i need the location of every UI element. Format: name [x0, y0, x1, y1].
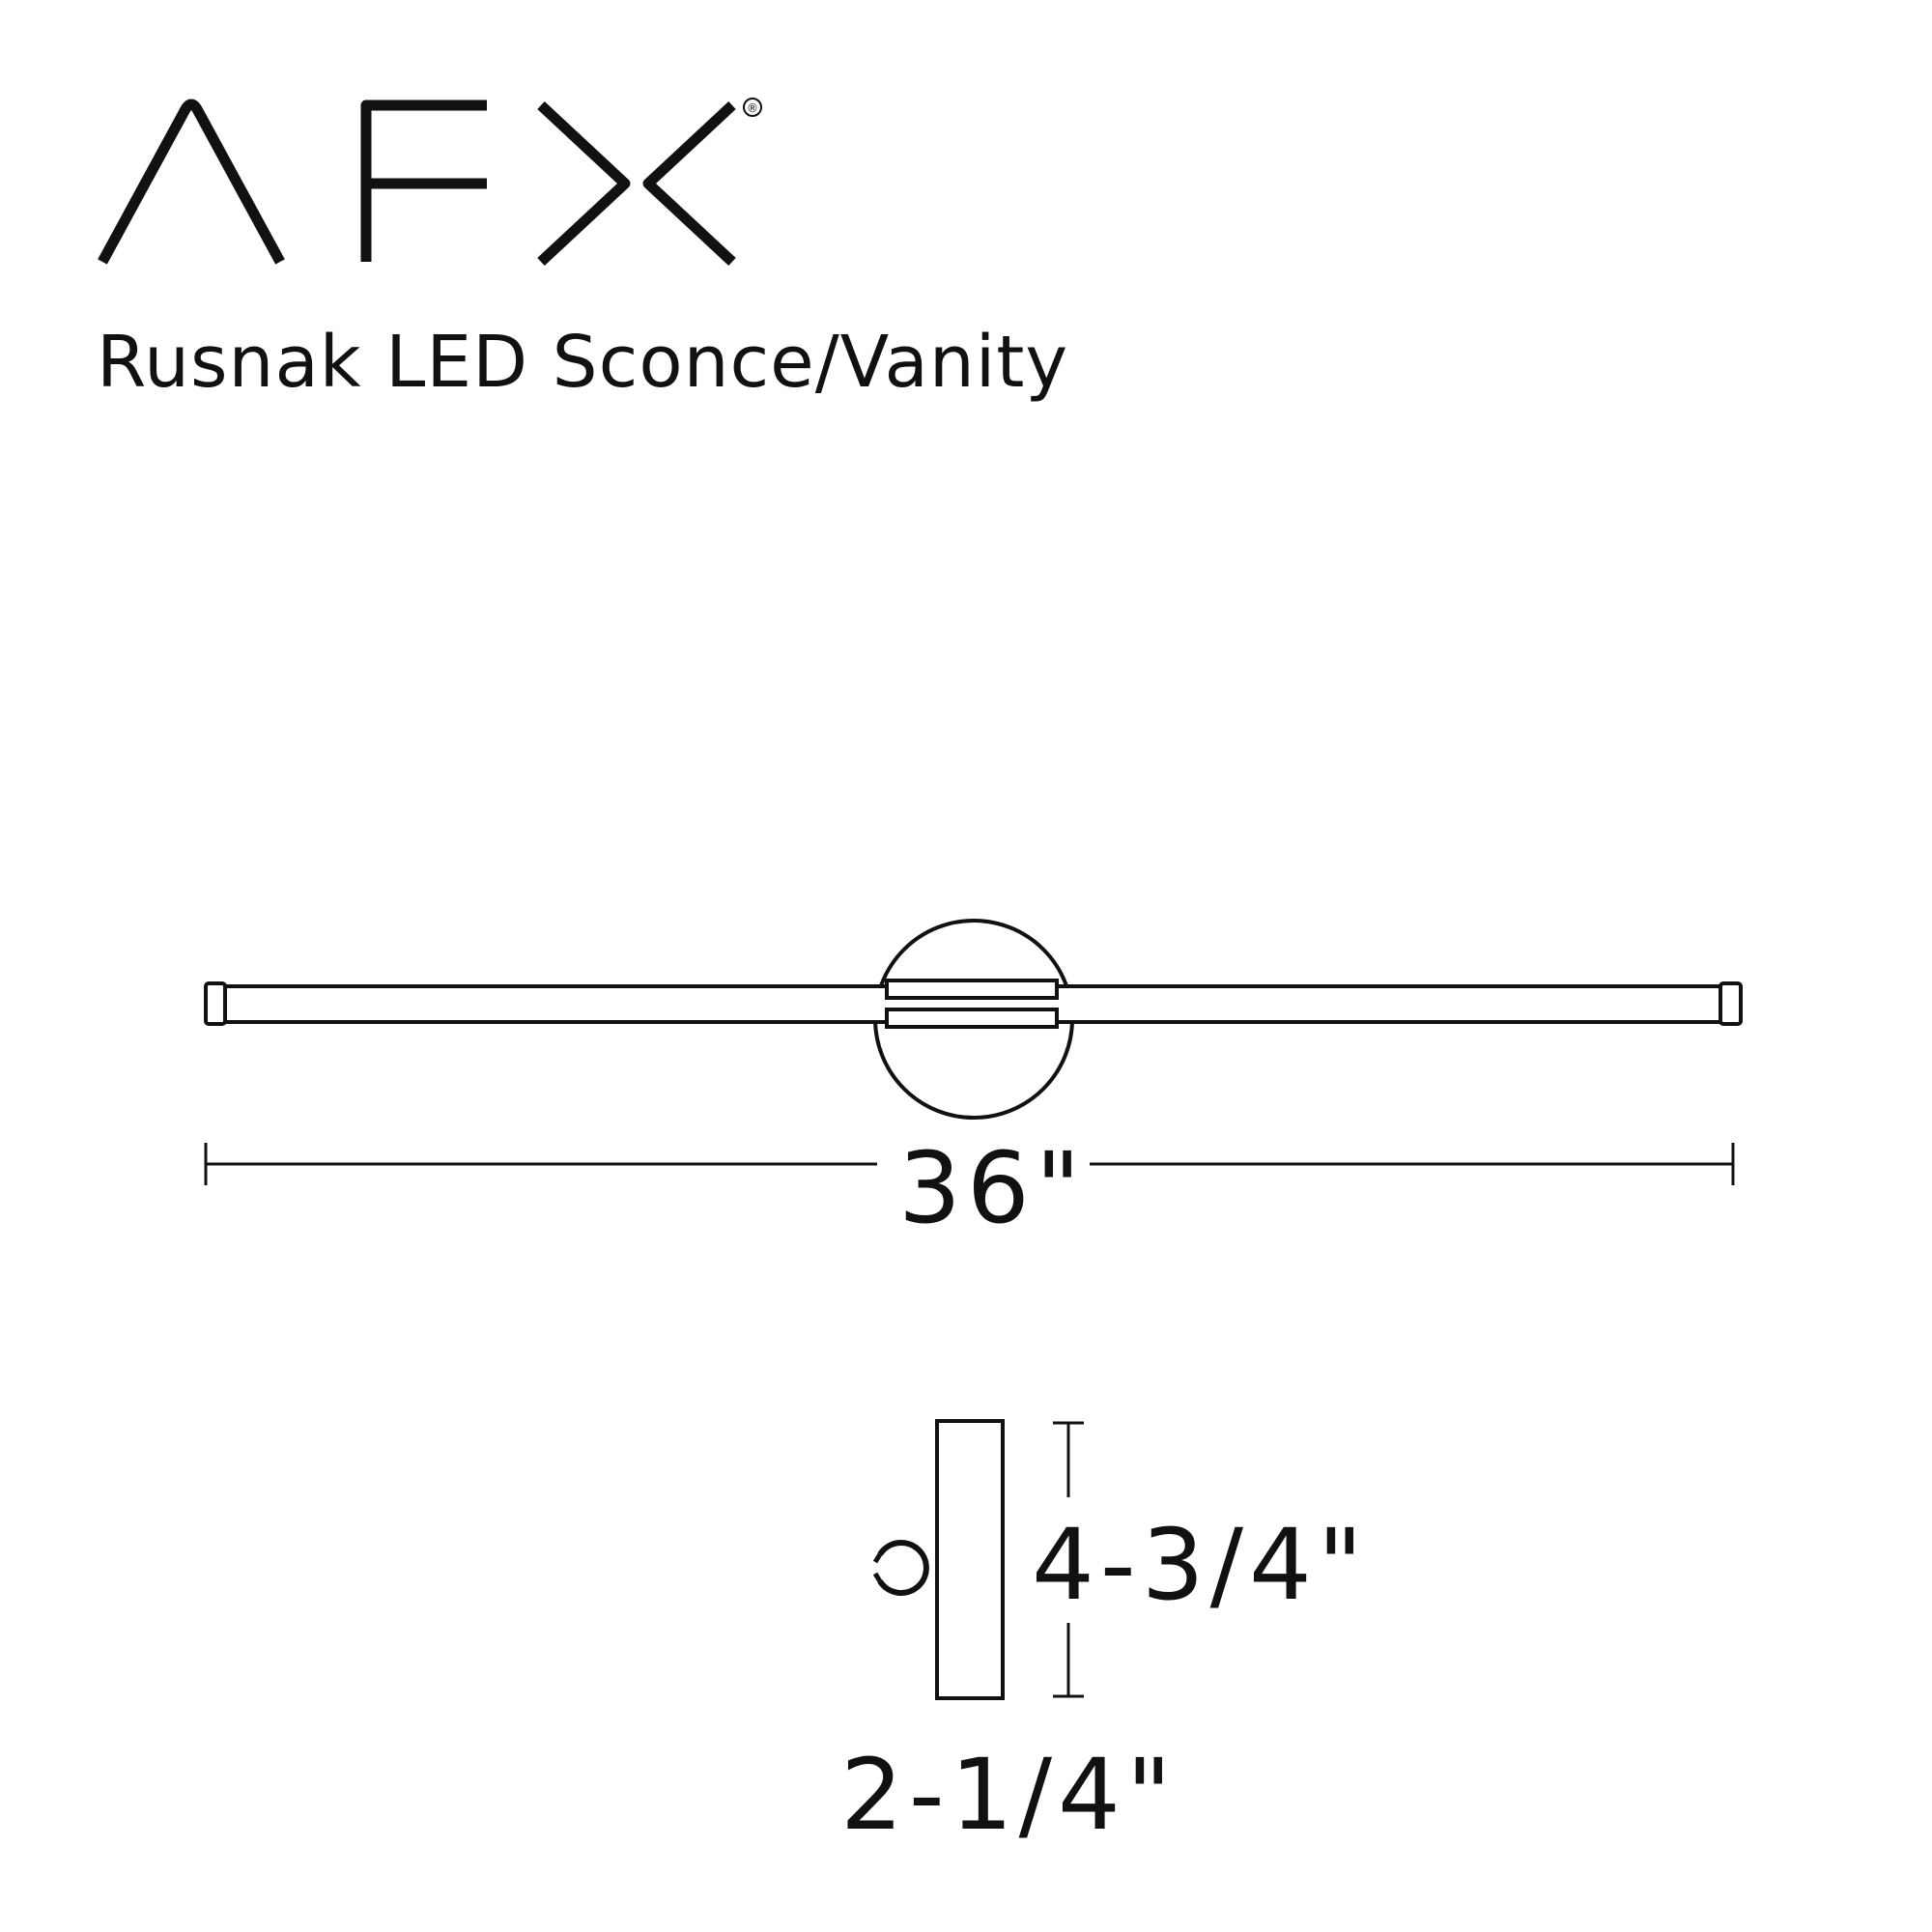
sconce-side-view-icon	[872, 1419, 1005, 1700]
product-title: Rusnak LED Sconce/Vanity	[97, 321, 1069, 404]
trademark-icon: ®	[743, 98, 762, 117]
svg-text:®: ®	[747, 101, 758, 115]
height-dimension-line	[1053, 1421, 1084, 1698]
sconce-front-view-icon	[204, 919, 1743, 1120]
width-dimension-label: 36"	[898, 1131, 1087, 1246]
afx-logo-icon: ®	[98, 98, 762, 267]
height-dimension-label: 4-3/4"	[1032, 1508, 1369, 1623]
depth-dimension-label: 2-1/4"	[840, 1738, 1178, 1853]
width-dimension-line	[204, 1143, 1735, 1185]
